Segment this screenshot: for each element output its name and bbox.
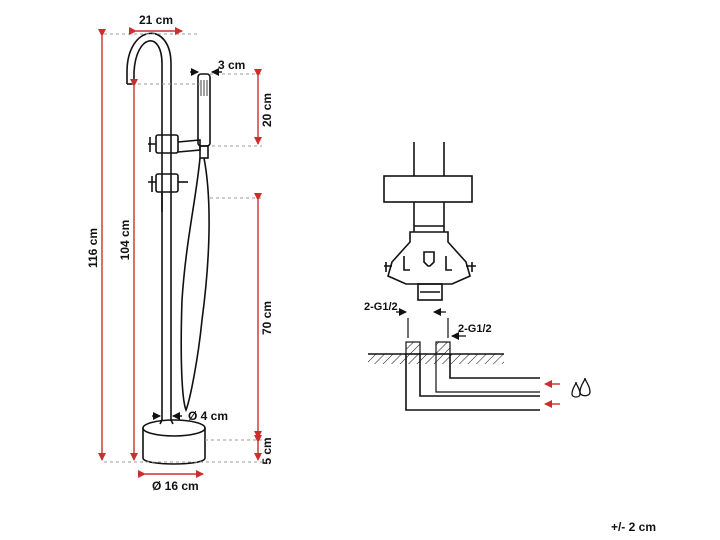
floor-section — [368, 341, 591, 411]
upper-mixer-body — [155, 134, 179, 154]
water-drops-icon — [571, 377, 591, 398]
thread-left — [405, 341, 421, 355]
mounting-bracket — [387, 231, 471, 285]
label-handshower-diameter: 3 cm — [218, 58, 245, 72]
label-holder-height: 70 cm — [260, 301, 274, 335]
connection-detail — [383, 142, 476, 338]
dimension-lines — [98, 27, 262, 478]
label-spout-height: 104 cm — [118, 220, 132, 261]
lower-mixer-body — [155, 173, 179, 193]
shower-hose — [180, 157, 210, 413]
holder-arm — [177, 139, 201, 153]
label-total-height: 116 cm — [86, 228, 100, 268]
spout — [133, 40, 163, 140]
faucet-drawing — [126, 32, 211, 465]
label-thread-right: 2-G1/2 — [458, 323, 492, 335]
tolerance-note: +/- 2 cm — [610, 520, 656, 534]
label-pipe-diameter: Ø 4 cm — [188, 409, 228, 423]
thread-dimension-arrows — [396, 308, 466, 340]
lower-handle — [148, 176, 163, 212]
label-spout-width: 21 cm — [139, 13, 173, 27]
base-plinth — [142, 428, 206, 465]
mounting-flange — [383, 175, 473, 203]
supply-pipe-outer — [405, 354, 540, 411]
label-thread-left: 2-G1/2 — [364, 301, 398, 313]
label-base-height: 5 cm — [260, 437, 274, 464]
upper-handle — [148, 137, 156, 152]
dimension-pointers — [152, 68, 222, 420]
supply-pipe-inner — [419, 354, 540, 397]
label-handshower-length: 20 cm — [260, 93, 274, 127]
label-base-diameter: Ø 16 cm — [152, 479, 199, 493]
thread-right — [435, 341, 451, 355]
